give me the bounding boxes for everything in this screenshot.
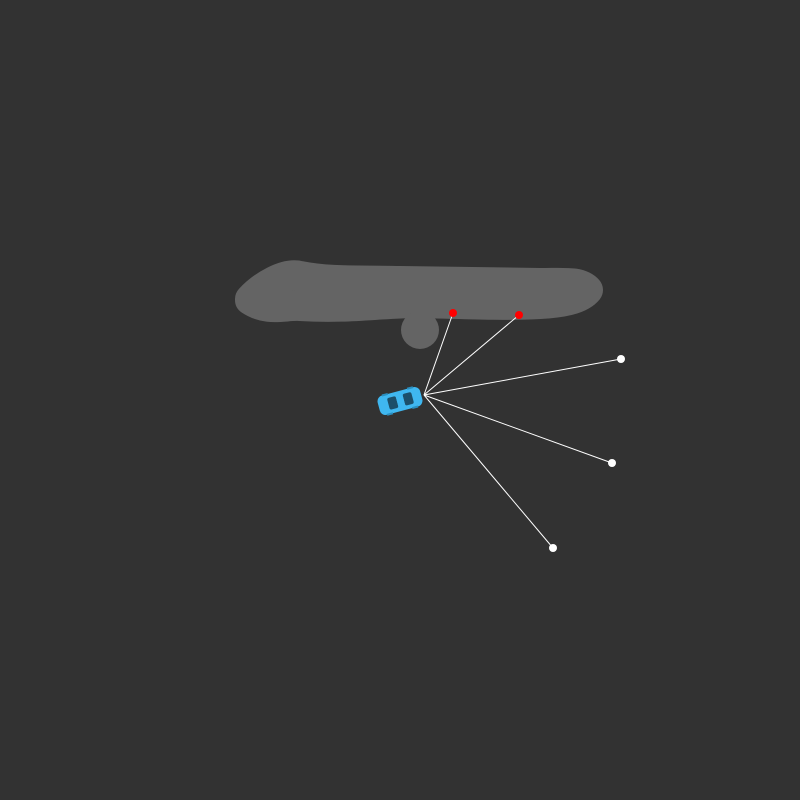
sensor-5-end-point (549, 544, 557, 552)
car-wheel (381, 392, 389, 397)
sensor-4-ray (423, 394, 613, 464)
sensor-1-ray (423, 312, 454, 396)
sensor-1-hit-point (449, 309, 457, 317)
car-roof (395, 395, 406, 407)
car-wheel (406, 386, 414, 390)
car-wheel (386, 412, 394, 416)
sensor-rays (423, 312, 622, 549)
car-icon (377, 386, 423, 416)
sensor-4-end-point (608, 459, 616, 467)
track-bump (401, 311, 439, 349)
sensor-3-ray (423, 358, 622, 396)
track-band (235, 260, 603, 323)
car-windshield (402, 392, 414, 406)
track-obstacle (235, 260, 603, 349)
sensor-2-hit-point (515, 311, 523, 319)
car-wheel (411, 405, 419, 410)
sensor-3-end-point (617, 355, 625, 363)
sensor-5-ray (423, 394, 554, 549)
sensor-endpoints (449, 309, 625, 552)
car (377, 386, 423, 416)
sensor-2-ray (423, 314, 520, 396)
car-rear-window (387, 396, 399, 410)
